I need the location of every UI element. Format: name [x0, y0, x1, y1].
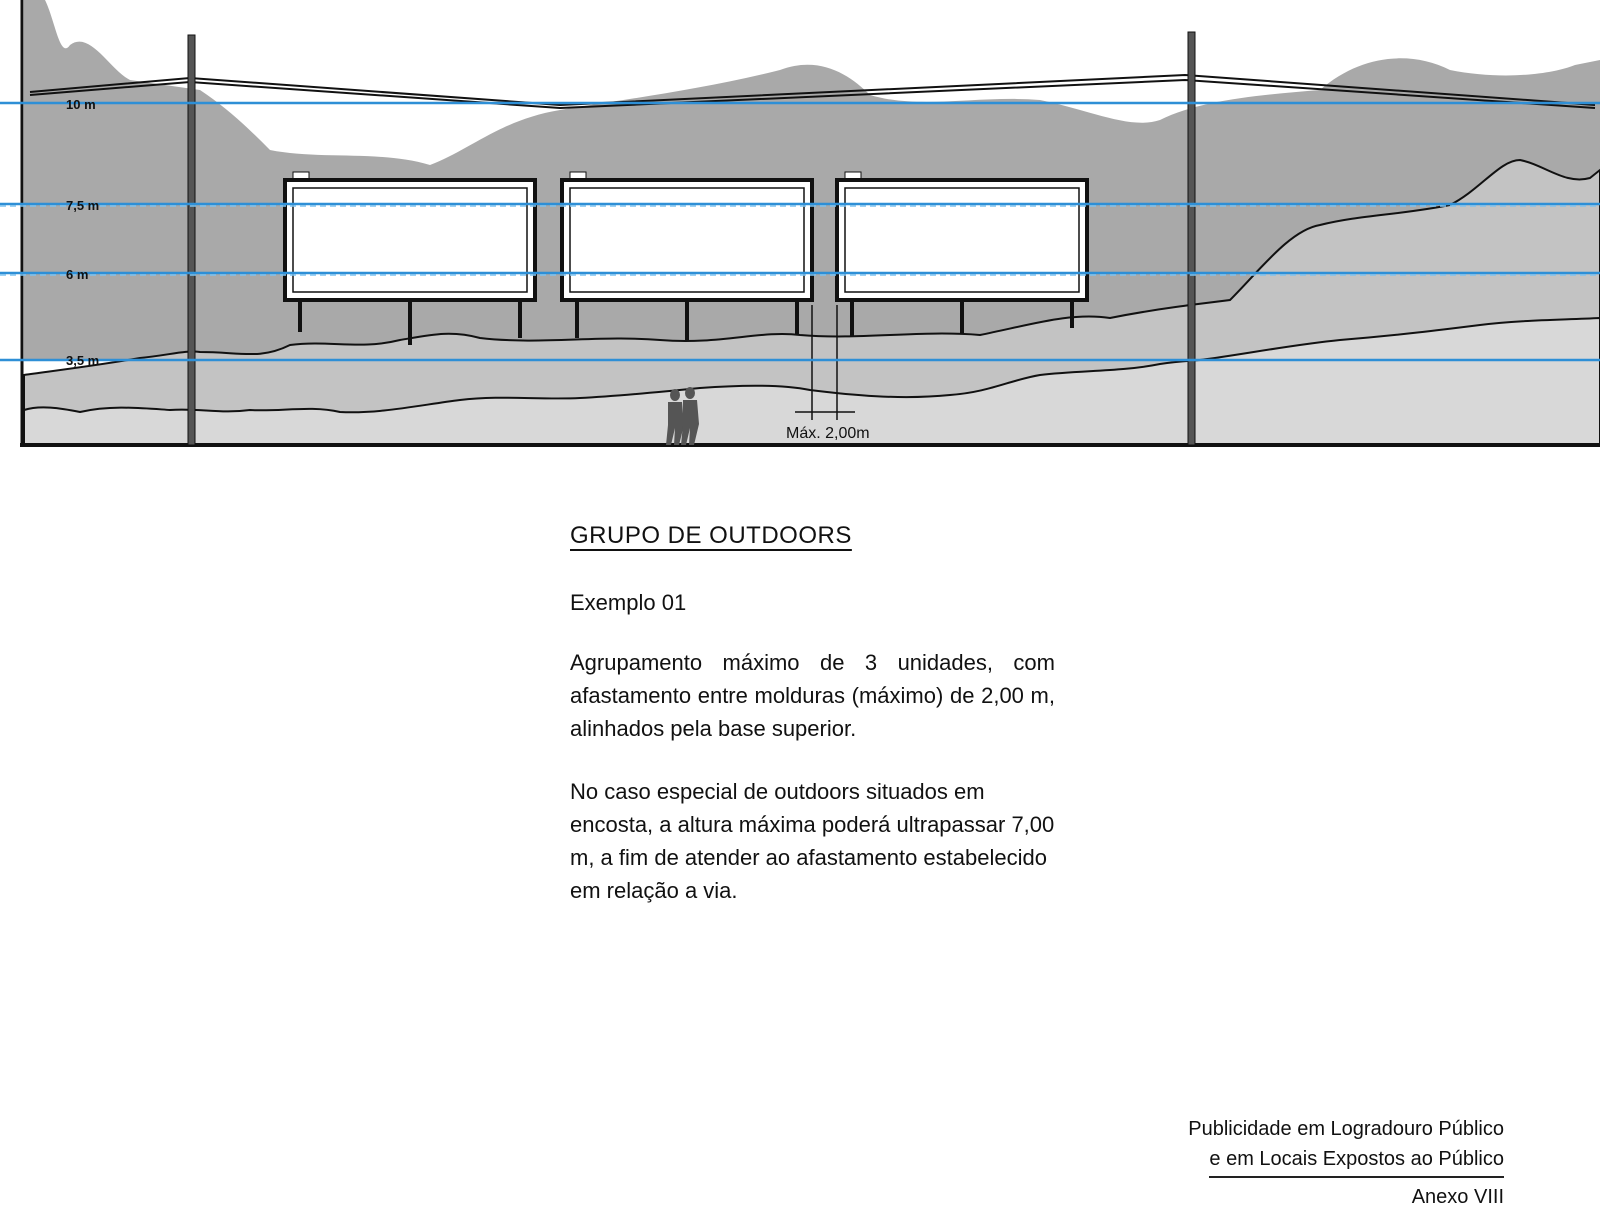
height-label-7-5m: 7,5 m [66, 198, 99, 213]
foreground-slope [23, 316, 1600, 446]
height-label-10m: 10 m [66, 97, 96, 112]
outdoor-group-diagram: Máx. 2,00m 10 m 7,5 m 6 m 3,5 m [0, 0, 1600, 447]
caption-paragraph-1: Agrupamento máximo de 3 unidades, com af… [570, 650, 1055, 741]
spacing-dimension [795, 305, 855, 420]
height-label-3-5m: 3,5 m [66, 353, 99, 368]
footer-line-1: Publicidade em Logradouro Público [1188, 1118, 1504, 1140]
power-lines [29, 73, 1596, 110]
height-guide-lines [0, 101, 1600, 362]
caption-block: GRUPO DE OUTDOORS Exemplo 01 Agrupamento… [570, 522, 1055, 937]
caption-paragraph-2: No caso especial de outdoors situados em… [570, 779, 1055, 903]
utility-pole [187, 34, 196, 446]
billboard [283, 171, 537, 345]
footer-line-2: e em Locais Expostos ao Público [1209, 1144, 1504, 1178]
pedestrian-figures [666, 387, 699, 445]
spacing-label: Máx. 2,00m [786, 425, 870, 442]
height-guide-dashes [0, 205, 1600, 276]
caption-subtitle: Exemplo 01 [570, 590, 687, 615]
footer-line-3: Anexo VIII [1411, 1186, 1504, 1208]
height-label-6m: 6 m [66, 267, 88, 282]
footer-block: Publicidade em Logradouro Público e em L… [1188, 1114, 1504, 1212]
caption-title: GRUPO DE OUTDOORS [570, 522, 852, 549]
utility-pole [1187, 31, 1196, 446]
